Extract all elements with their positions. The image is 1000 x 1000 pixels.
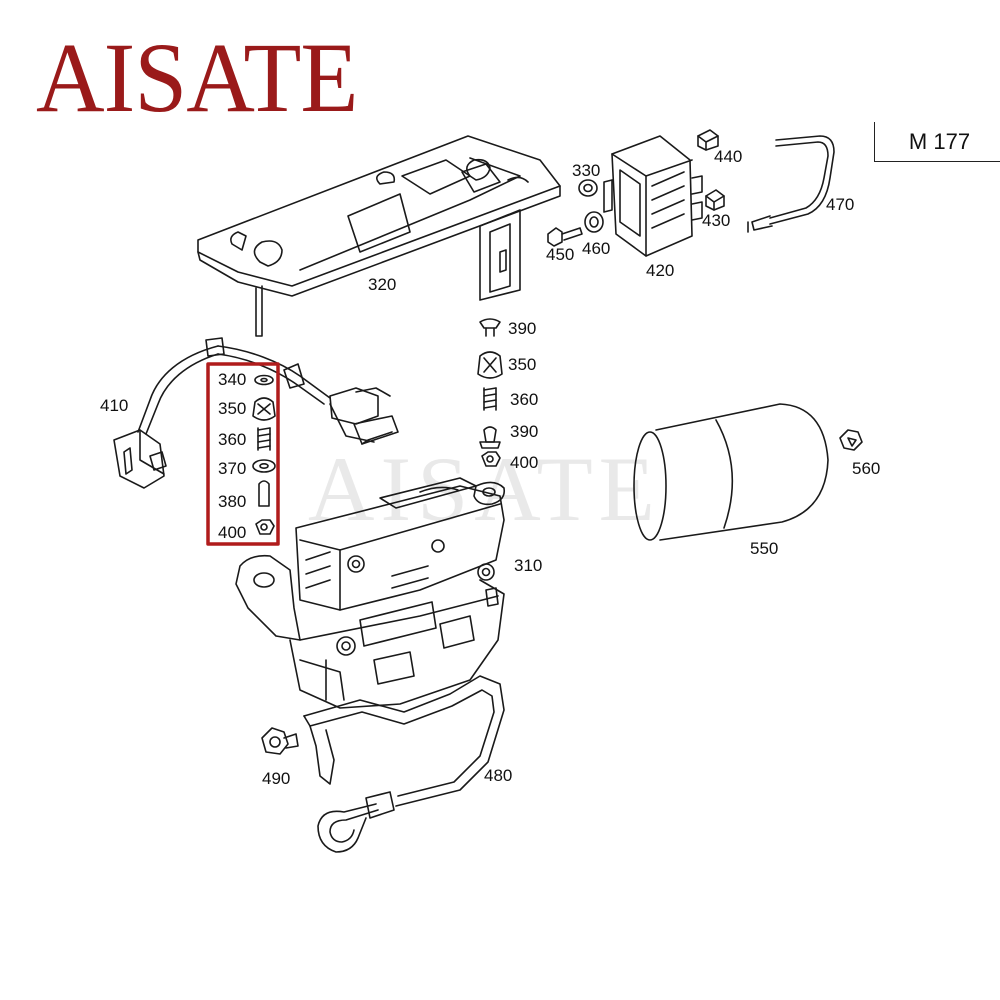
callout-490: 490 bbox=[262, 769, 291, 788]
wiring-harness-410 bbox=[113, 337, 399, 489]
callout-550: 550 bbox=[750, 539, 779, 558]
mounting-bracket-320 bbox=[197, 135, 561, 337]
brand-logo: AISATE bbox=[36, 22, 358, 133]
callout-430: 430 bbox=[702, 211, 731, 230]
watermark: AISATE bbox=[308, 438, 661, 540]
callout-420: 420 bbox=[646, 261, 675, 280]
grommet-460 bbox=[584, 211, 604, 233]
mount-kit-left bbox=[252, 374, 276, 535]
callout-310: 310 bbox=[514, 556, 543, 575]
callout-410: 410 bbox=[100, 396, 129, 415]
air-reservoir-550 bbox=[633, 403, 829, 541]
fitting-430 bbox=[705, 189, 725, 211]
callout-400-right: 400 bbox=[510, 453, 539, 472]
drain-screw-560 bbox=[839, 429, 863, 451]
mount-kit-right bbox=[477, 318, 503, 467]
fitting-440 bbox=[697, 129, 719, 151]
callout-450: 450 bbox=[546, 245, 575, 264]
callout-560: 560 bbox=[852, 459, 881, 478]
callout-330: 330 bbox=[572, 161, 601, 180]
callout-460: 460 bbox=[582, 239, 611, 258]
callout-400-left: 400 bbox=[218, 523, 247, 542]
callout-360-right: 360 bbox=[510, 390, 539, 409]
callout-390-bottom: 390 bbox=[510, 422, 539, 441]
callout-350-right: 350 bbox=[508, 355, 537, 374]
air-hose-480 bbox=[303, 675, 505, 853]
model-code-box: M 177 bbox=[874, 122, 1000, 162]
callout-370: 370 bbox=[218, 459, 247, 478]
callout-360-left: 360 bbox=[218, 430, 247, 449]
callout-390-top: 390 bbox=[508, 319, 537, 338]
callout-480: 480 bbox=[484, 766, 513, 785]
cap-330 bbox=[578, 179, 598, 197]
callout-350-left: 350 bbox=[218, 399, 247, 418]
callout-440: 440 bbox=[714, 147, 743, 166]
sensor-cable-470 bbox=[747, 135, 835, 233]
bolt-450 bbox=[547, 227, 583, 247]
highlight-box bbox=[206, 362, 280, 546]
callout-470: 470 bbox=[826, 195, 855, 214]
valve-block-420 bbox=[603, 135, 703, 257]
compressor-310 bbox=[235, 477, 506, 709]
callout-340: 340 bbox=[218, 370, 247, 389]
callout-320: 320 bbox=[368, 275, 397, 294]
callout-380: 380 bbox=[218, 492, 247, 511]
clamp-490 bbox=[261, 727, 299, 755]
